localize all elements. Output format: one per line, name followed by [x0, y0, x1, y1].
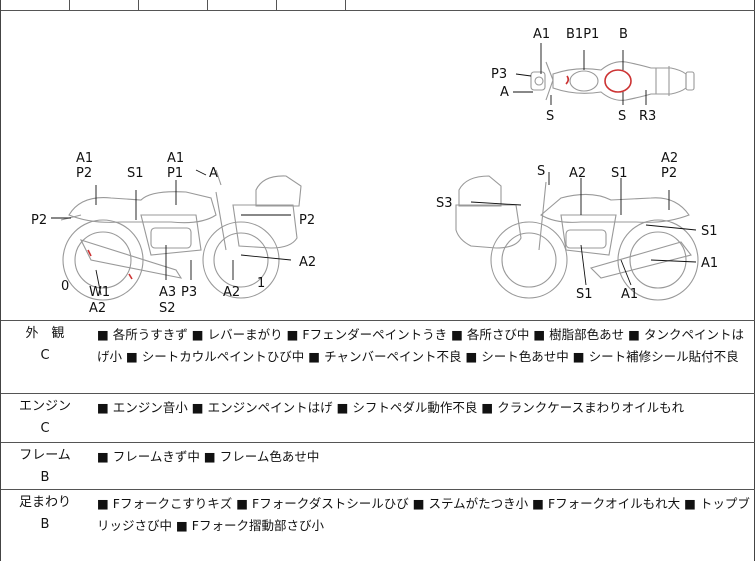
diagram-label-p2: P2: [31, 213, 47, 228]
top-view-motorcycle: [530, 61, 695, 101]
diagram-label-a1: A1: [76, 151, 93, 166]
row-category: エンジン C: [1, 394, 89, 442]
condition-item: シートカウルペイントひび中: [126, 349, 304, 364]
diagram-label-r3: R3: [639, 109, 656, 124]
condition-item: レバーまがり: [192, 327, 283, 342]
diagram-label-a: A: [500, 85, 509, 100]
diagram-label-1: 1: [257, 276, 265, 291]
condition-item: フレームきず中: [97, 449, 200, 464]
category-label: フレーム: [19, 448, 71, 463]
diagram-label-p3: P3: [491, 67, 507, 82]
condition-row-suspension: 足まわり B Fフォークこすりキズ Fフォークダストシールひび ステムがたつき小…: [1, 490, 755, 561]
condition-item: Fフォーク摺動部さび小: [176, 518, 324, 533]
row-category: フレーム B: [1, 443, 89, 489]
diagram-label-a2: A2: [89, 301, 106, 316]
category-grade: B: [40, 470, 50, 485]
condition-item: フレーム色あせ中: [204, 449, 319, 464]
condition-item: シフトペダル動作不良: [337, 400, 478, 415]
condition-item: シート補修シール貼付不良: [573, 349, 739, 364]
diagram-label-a3: A3: [159, 285, 176, 300]
cell-divider: [207, 0, 208, 10]
cell-divider: [276, 0, 277, 10]
diagram-label-s: S: [537, 164, 545, 179]
damage-marks: [87, 75, 570, 280]
condition-item: Fフォークこすりキズ: [97, 496, 232, 511]
diagram-label-a: A: [209, 166, 218, 181]
row-items: フレームきず中 フレーム色あせ中: [97, 443, 755, 472]
diagram-label-a1: A1: [621, 287, 638, 302]
diagram-label-s3: S3: [436, 196, 453, 211]
row-items: 各所うすきず レバーまがり Fフェンダーペイントうき 各所さび中 樹脂部色あせ …: [97, 321, 755, 372]
damage-mark: [128, 273, 133, 280]
diagram-label-a1: A1: [167, 151, 184, 166]
cell-divider: [69, 0, 70, 10]
diagram-label-s2: S2: [159, 301, 176, 316]
cell-divider: [138, 0, 139, 10]
diagram-label-s: S: [618, 109, 626, 124]
condition-item: シート色あせ中: [465, 349, 568, 364]
condition-item: 各所うすきず: [97, 327, 188, 342]
condition-item: 各所さび中: [451, 327, 529, 342]
condition-item: ステムがたつき小: [413, 496, 528, 511]
cell-divider: [345, 0, 346, 10]
category-label: 足まわり: [18, 495, 71, 510]
condition-item: 樹脂部色あせ: [533, 327, 624, 342]
category-label: エンジン: [18, 399, 71, 414]
diagram-label-0: 0: [61, 279, 69, 294]
condition-item: エンジンペイントはげ: [192, 400, 333, 415]
diagram-label-a2: A2: [661, 151, 678, 166]
condition-row-frame: フレーム B フレームきず中 フレーム色あせ中: [1, 443, 755, 490]
diagram-label-w1: W1: [89, 285, 110, 300]
category-label: 外 観: [25, 326, 65, 341]
diagram-label-p1: P1: [167, 166, 183, 181]
condition-item: Fフェンダーペイントうき: [287, 327, 448, 342]
diagram-label-b: B: [619, 27, 628, 42]
diagram-label-p2: P2: [661, 166, 677, 181]
left-view-motorcycle: [60, 169, 302, 301]
row-items: Fフォークこすりキズ Fフォークダストシールひび ステムがたつき小 Fフォークオ…: [97, 490, 755, 541]
diagram-label-a2: A2: [569, 166, 586, 181]
header-cells-strip: [1, 0, 755, 11]
row-category: 足まわり B: [1, 490, 89, 561]
category-grade: C: [40, 348, 50, 363]
motorcycle-diagram-svg: A1 B1P1 B P3 A S S R3 A1 P2 S1 A1 P1 A P…: [31, 27, 718, 316]
condition-item: クランクケースまわりオイルもれ: [481, 400, 684, 415]
category-grade: C: [40, 421, 50, 436]
diagram-label-s1: S1: [611, 166, 628, 181]
diagram-label-b1p1: B1P1: [566, 27, 599, 42]
row-category: 外 観 C: [1, 321, 89, 393]
diagram-label-s1: S1: [576, 287, 593, 302]
condition-table: 外 観 C 各所うすきず レバーまがり Fフェンダーペイントうき 各所さび中 樹…: [1, 321, 755, 561]
damage-diagram: A1 B1P1 B P3 A S S R3 A1 P2 S1 A1 P1 A P…: [1, 10, 755, 321]
leader-lines: [51, 43, 697, 296]
diagram-label-a2: A2: [299, 255, 316, 270]
diagram-label-p2: P2: [299, 213, 315, 228]
row-items: エンジン音小 エンジンペイントはげ シフトペダル動作不良 クランクケースまわりオ…: [97, 394, 755, 423]
damage-mark: [87, 249, 92, 257]
diagram-label-s: S: [546, 109, 554, 124]
condition-item: Fフォークオイルもれ大: [532, 496, 680, 511]
damage-mark: [565, 75, 570, 85]
diagram-label-p3: P3: [181, 285, 197, 300]
diagram-label-a1: A1: [701, 256, 718, 271]
condition-item: エンジン音小: [97, 400, 188, 415]
condition-item: Fフォークダストシールひび: [236, 496, 409, 511]
condition-item: チャンバーペイント不良: [308, 349, 461, 364]
right-view-motorcycle: [455, 175, 699, 301]
diagram-label-s1: S1: [127, 166, 144, 181]
diagram-label-s1: S1: [701, 224, 718, 239]
condition-row-engine: エンジン C エンジン音小 エンジンペイントはげ シフトペダル動作不良 クランク…: [1, 394, 755, 443]
diagram-label-p2: P2: [76, 166, 92, 181]
diagram-label-a2: A2: [223, 285, 240, 300]
condition-row-exterior: 外 観 C 各所うすきず レバーまがり Fフェンダーペイントうき 各所さび中 樹…: [1, 321, 755, 394]
diagram-label-a1: A1: [533, 27, 550, 42]
category-grade: B: [40, 517, 50, 532]
